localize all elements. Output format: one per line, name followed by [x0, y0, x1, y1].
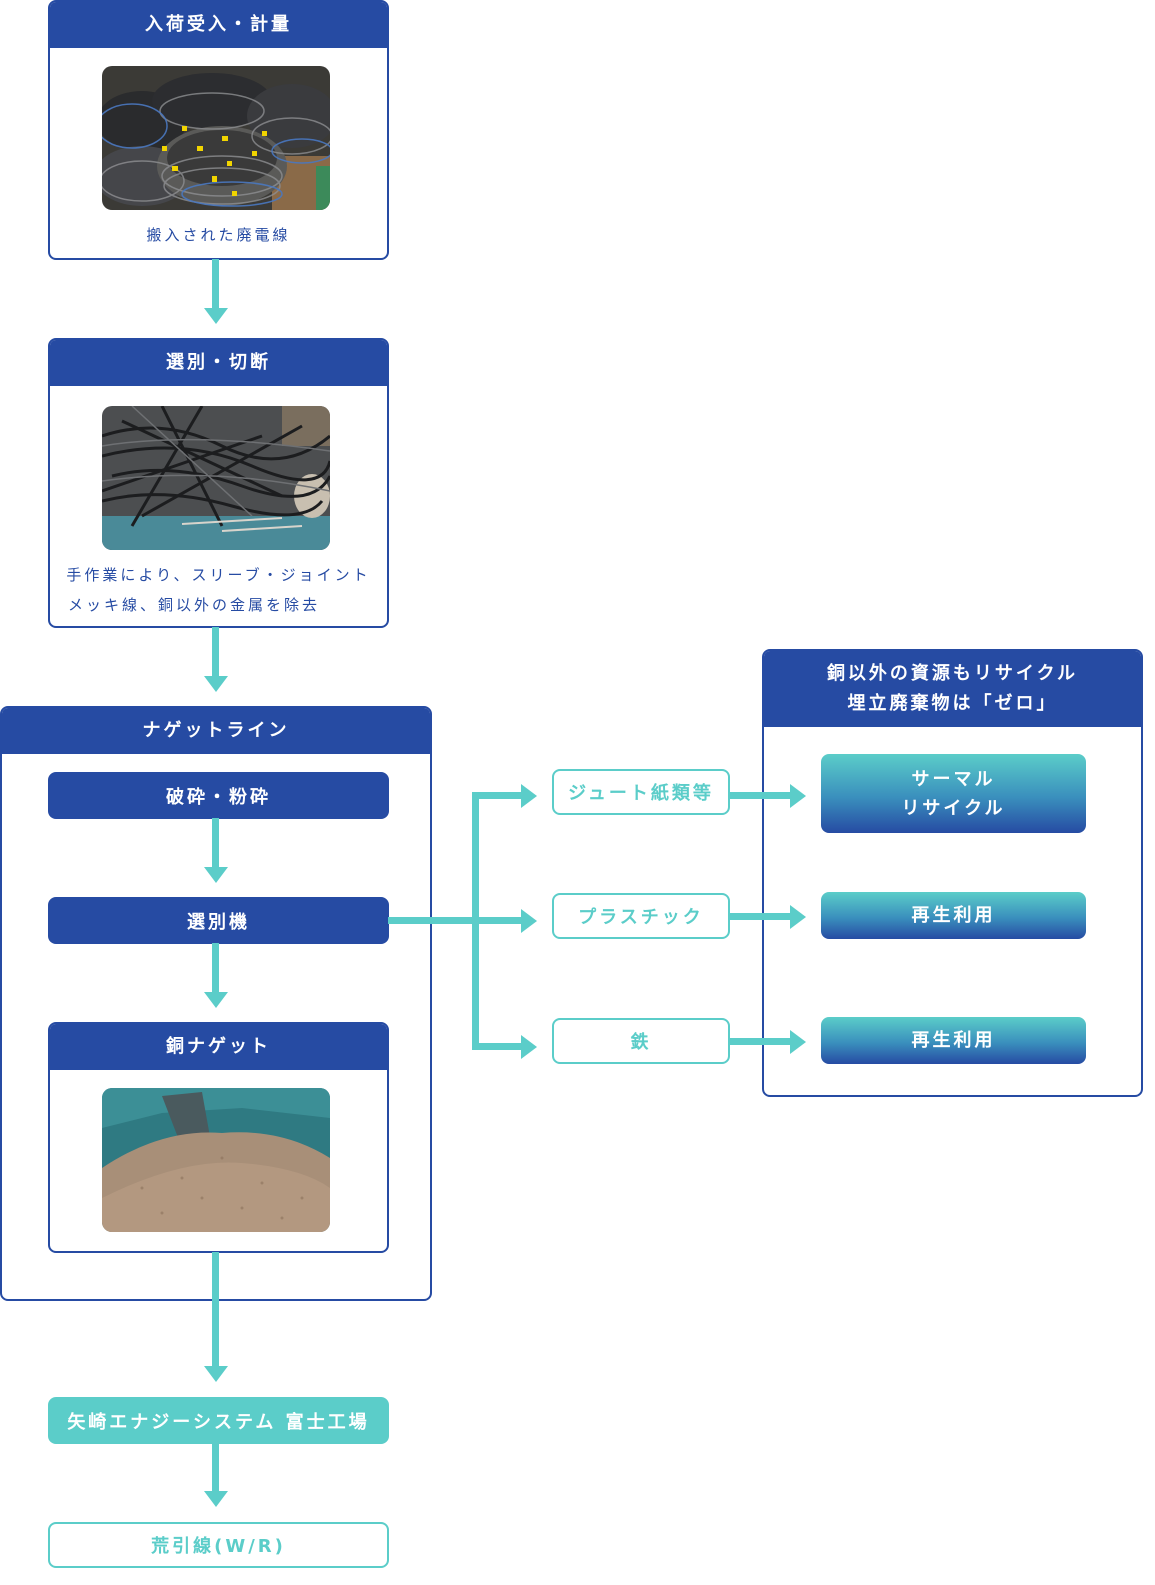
sorting-photo	[102, 406, 330, 550]
copper-nugget-title: 銅ナゲット	[50, 1024, 387, 1070]
destination-arrow-head	[790, 1030, 806, 1054]
destination-arrow-head	[790, 905, 806, 929]
cut-cables-image	[102, 406, 330, 550]
copper-nugget-photo	[102, 1088, 330, 1232]
byproduct-plastic: プラスチック	[552, 893, 730, 939]
flow-arrow-head	[204, 676, 228, 692]
branch-line-bottom	[472, 1043, 522, 1050]
destination-reuse-iron: 再生利用	[821, 1017, 1086, 1064]
destination-thermal-recycle: サーマル リサイクル	[821, 754, 1086, 833]
sorting-description-line2: メッキ線、銅以外の金属を除去	[68, 596, 321, 614]
branch-arrow-head	[521, 1035, 537, 1059]
flow-arrow-head	[204, 1366, 228, 1382]
sorting-card: 選別・切断 手作業により、スリーブ・ジョイント メッキ線、銅以外の金属を除去	[48, 338, 389, 628]
branch-arrow-head	[521, 784, 537, 808]
flow-arrow-shaft	[212, 627, 219, 677]
branch-line-main	[388, 917, 522, 924]
cable-coils-image	[102, 66, 330, 210]
nugget-line-title: ナゲットライン	[2, 708, 430, 754]
sorting-title: 選別・切断	[50, 340, 387, 386]
destination-arrow-head	[790, 784, 806, 808]
crushing-step: 破砕・粉砕	[48, 772, 389, 819]
intake-card: 入荷受入・計量	[48, 0, 389, 260]
flow-arrow-shaft	[212, 818, 219, 868]
flow-arrow-shaft	[212, 259, 219, 309]
byproduct-jute-paper: ジュート紙類等	[552, 769, 730, 815]
destination-arrow-shaft	[729, 1038, 791, 1045]
separator-step: 選別機	[48, 897, 389, 944]
destination-arrow-shaft	[729, 913, 791, 920]
destination-arrow-shaft	[729, 792, 791, 799]
copper-nugget-card: 銅ナゲット	[48, 1022, 389, 1253]
flow-arrow-head	[204, 308, 228, 324]
flow-arrow-shaft	[212, 1443, 219, 1492]
sorting-description-line1: 手作業により、スリーブ・ジョイント	[66, 566, 371, 584]
branch-line-vertical	[472, 792, 479, 1050]
flow-arrow-head	[204, 867, 228, 883]
intake-photo	[102, 66, 330, 210]
final-product-box: 荒引線(W/R)	[48, 1522, 389, 1568]
branch-line-top	[472, 792, 522, 799]
destination-reuse-plastic: 再生利用	[821, 892, 1086, 939]
byproduct-iron: 鉄	[552, 1018, 730, 1064]
recycle-panel-title-line2: 埋立廃棄物は「ゼロ」	[847, 693, 1058, 714]
flow-arrow-head	[204, 992, 228, 1008]
intake-photo-caption: 搬入された廃電線	[146, 226, 291, 244]
flow-arrow-head	[204, 1491, 228, 1507]
copper-nugget-image	[102, 1088, 330, 1232]
destination-thermal-line1: サーマル	[911, 768, 996, 790]
recycle-panel-title: 銅以外の資源もリサイクル 埋立廃棄物は「ゼロ」	[764, 651, 1141, 727]
intake-title: 入荷受入・計量	[50, 2, 387, 48]
recycle-panel-title-line1: 銅以外の資源もリサイクル	[826, 663, 1079, 684]
flow-arrow-shaft	[212, 1252, 219, 1367]
destination-thermal-line2: リサイクル	[901, 797, 1006, 819]
factory-step: 矢崎エナジーシステム 富士工場	[48, 1397, 389, 1444]
flow-arrow-shaft	[212, 943, 219, 993]
branch-arrow-head	[521, 909, 537, 933]
